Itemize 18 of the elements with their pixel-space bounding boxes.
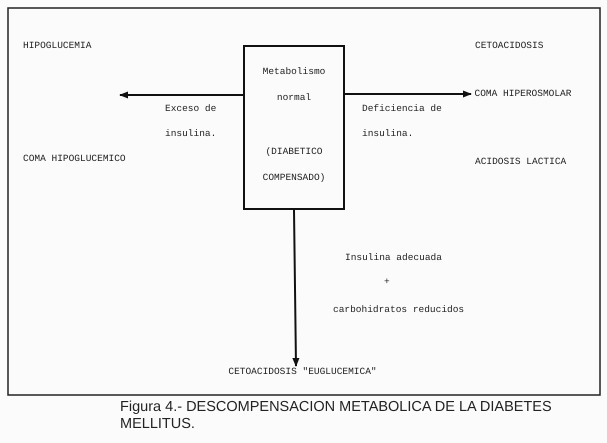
edge-label: Exceso de insulina.	[165, 102, 218, 141]
diagnosis-label: CETOACIDOSIS	[475, 40, 544, 51]
arrow	[345, 90, 472, 98]
box-subtitle: (DIABETICO COMPENSADO)	[262, 145, 326, 185]
edge-label: Deficiencia de insulina.	[362, 102, 443, 141]
diagnosis-label: COMA HIPOGLUCEMICO	[23, 153, 126, 164]
outcome-text: COMA HIPEROSMOLAR	[473, 88, 573, 102]
box-title: Metabolismo normal	[262, 65, 326, 105]
arrow	[119, 91, 243, 99]
process-box	[243, 45, 345, 210]
condition-label: Insulina adecuada	[345, 252, 442, 263]
diagnosis-label: HIPOGLUCEMIA	[23, 40, 92, 51]
arrow	[292, 210, 300, 367]
plus-sign: +	[384, 276, 390, 287]
diagnosis-label: ACIDOSIS LACTICA	[475, 156, 566, 167]
figure-caption: Figura 4.- DESCOMPENSACION METABOLICA DE LA DIABETES MELLITUS.	[120, 399, 553, 433]
condition-label: carbohidratos reducidos	[333, 304, 464, 315]
outcome-text: CETOACIDOSIS "EUGLUCEMICA"	[195, 366, 410, 382]
